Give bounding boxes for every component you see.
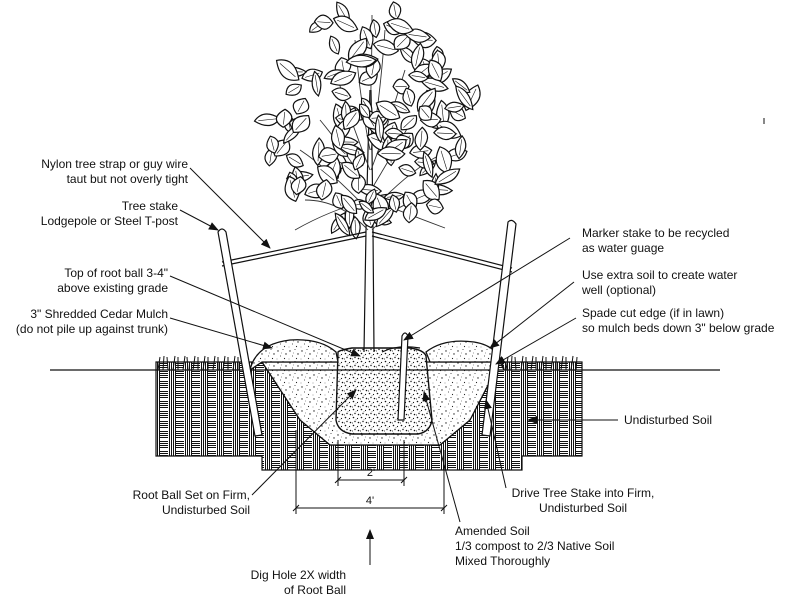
leaf-vein xyxy=(379,105,397,116)
leaf-vein xyxy=(440,150,448,170)
label-mulch: 3" Shredded Cedar Mulch(do not pile up a… xyxy=(15,307,168,336)
dim-label-root-ball: 2' xyxy=(367,467,375,479)
dimension-root-ball xyxy=(334,440,408,486)
leaf-vein xyxy=(283,112,286,125)
leaf-vein xyxy=(447,105,462,109)
label-spade-edge: Spade cut edge (if in lawn)so mulch beds… xyxy=(582,306,775,335)
leaf xyxy=(398,164,417,177)
dimension-hole xyxy=(292,430,448,514)
leaf-vein xyxy=(346,112,357,127)
leaf-vein xyxy=(411,75,426,78)
lawn-grass xyxy=(157,355,578,371)
label-root-ball-top: Top of root ball 3-4"above existing grad… xyxy=(57,266,168,295)
leaf-vein xyxy=(279,63,296,78)
leaf-vein xyxy=(437,132,453,135)
leaf-vein xyxy=(351,41,364,58)
leaf-vein xyxy=(459,139,463,156)
leaf-vein xyxy=(335,129,341,146)
leaf-vein xyxy=(361,202,372,212)
leaf-vein xyxy=(336,195,342,207)
leaf-vein xyxy=(288,156,301,165)
leaf-vein xyxy=(428,204,441,209)
root-ball xyxy=(335,347,433,435)
leaf-vein xyxy=(321,153,336,157)
leaf-vein xyxy=(322,182,327,197)
leaf-vein xyxy=(297,100,305,112)
leaf-vein xyxy=(378,209,392,224)
leaf-vein xyxy=(425,183,437,197)
label-undisturbed-soil: Undisturbed Soil xyxy=(624,413,713,427)
leaf-vein xyxy=(408,34,427,38)
leaf-vein xyxy=(378,119,381,139)
leader-lines xyxy=(169,167,618,565)
leaf-vein xyxy=(334,91,348,97)
leaf-vein xyxy=(317,21,331,23)
leaf-vein xyxy=(276,142,287,154)
leaf-vein xyxy=(367,209,384,219)
tree-stake-right xyxy=(481,219,517,437)
leaf-vein xyxy=(421,108,430,118)
leaf-vein xyxy=(354,219,357,236)
leaf-vein xyxy=(331,38,338,52)
leaf-vein xyxy=(455,80,468,91)
leaf-vein xyxy=(396,36,408,48)
leaf-vein xyxy=(270,138,275,151)
leaf-vein xyxy=(350,60,372,63)
leaf-vein xyxy=(320,169,335,181)
tree-canopy xyxy=(253,1,481,240)
leaf-vein xyxy=(296,179,301,192)
leaf-vein xyxy=(258,118,277,122)
leaf-vein xyxy=(393,4,397,17)
leaf xyxy=(332,15,359,33)
leaf-vein xyxy=(392,197,397,210)
leaf xyxy=(433,126,457,141)
label-drive-stake: Drive Tree Stake into Firm,Undisturbed S… xyxy=(511,486,655,515)
leaf-vein xyxy=(393,103,407,111)
leaf-vein xyxy=(403,117,415,128)
leaf-vein xyxy=(413,150,429,153)
leaf-vein xyxy=(431,63,440,78)
leaf-vein xyxy=(355,155,362,168)
leaf-vein xyxy=(424,155,432,174)
leaf-vein xyxy=(420,130,423,147)
leaf-vein xyxy=(337,19,355,28)
leaf-vein xyxy=(337,216,348,233)
tree-stake-left xyxy=(217,228,263,437)
leaf-vein xyxy=(373,22,377,35)
leaf-vein xyxy=(415,47,420,66)
leaf-vein xyxy=(401,168,414,173)
leaf-vein xyxy=(420,91,433,108)
leaf-vein xyxy=(387,132,402,135)
leaf-vein xyxy=(409,205,412,220)
leaf-vein xyxy=(344,165,358,176)
leaf-vein xyxy=(458,89,471,107)
leaf-vein xyxy=(343,197,355,211)
leaf-vein xyxy=(438,170,457,183)
leaf-vein xyxy=(424,81,445,88)
label-root-ball-set: Root Ball Set on Firm,Undisturbed Soil xyxy=(132,488,250,517)
leaf-vein xyxy=(360,106,369,116)
leaf-vein xyxy=(390,22,410,30)
leaf-vein xyxy=(377,44,395,51)
dim-label-hole: 4' xyxy=(366,495,374,507)
leaf-vein xyxy=(334,74,353,83)
leaf-vein xyxy=(317,142,320,162)
leaf-vein xyxy=(368,191,374,203)
leaf-vein xyxy=(288,86,300,94)
leaf-vein xyxy=(406,90,411,104)
guy-wires xyxy=(221,231,513,273)
leaf-vein xyxy=(295,117,307,131)
leaf-vein xyxy=(314,75,319,93)
